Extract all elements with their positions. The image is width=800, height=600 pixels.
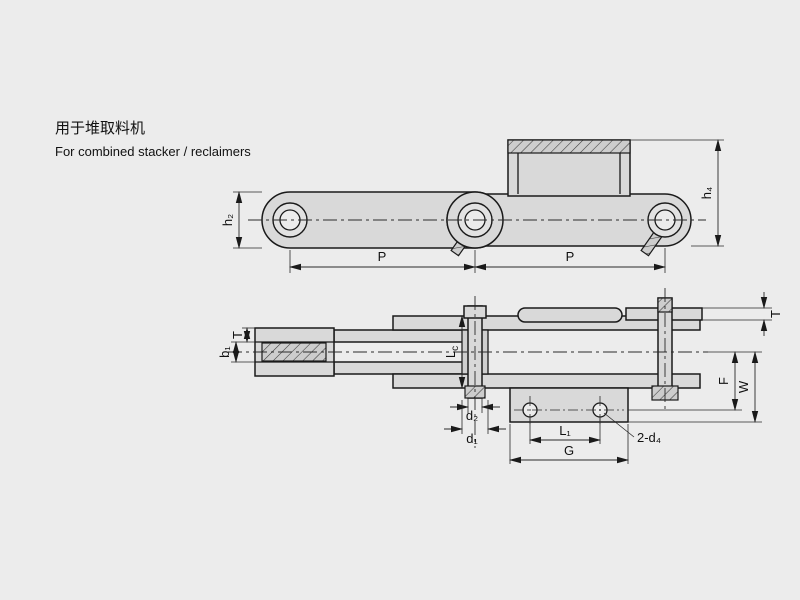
dim-l1: L₁ [529,418,601,444]
dim-lc: Lc [443,315,466,389]
bottom-view: T b₁ Lc d₂ d₁ [217,288,783,464]
dim-h4: h₄ [630,139,724,247]
dim-pitch: P P [289,248,666,273]
inner-plate-bottom [333,361,481,375]
dim-t-right: T [702,292,783,336]
dim-t-left-label: T [230,331,245,339]
dim-lc-label: Lc [443,346,461,358]
dim-d2: d₂ [450,398,500,423]
dim-f-label: F [716,377,731,385]
dim-t-right-label: T [768,310,783,318]
callout-holes-label: 2-d₄ [637,430,661,445]
dim-g-label: G [564,443,574,458]
page-title-chinese: 用于堆取料机 [55,120,145,137]
dim-d1-label: d₁ [466,431,478,446]
attachment-hatch-band [507,139,631,154]
dim-g: G [509,424,629,464]
dim-w: W [628,351,762,423]
attachment-top-plan [517,307,623,323]
dim-f: F [628,351,742,411]
callout-holes: 2-d₄ [603,412,661,445]
dim-h2-label: h₂ [220,214,235,226]
dim-lc-sub: c [450,346,461,351]
dim-d1: d₁ [444,400,506,446]
dim-l1-label: L₁ [559,423,571,438]
top-view: h₂ h₄ P P [220,139,724,273]
dim-b1: b₁ [217,341,255,363]
dim-h4-label: h₄ [699,187,714,200]
dim-t-left: T [230,327,255,343]
dim-h2: h₂ [220,191,262,249]
inner-plate-top [333,329,481,343]
dim-w-label: W [736,380,751,393]
dim-b1-label: b₁ [217,346,232,358]
dim-p2-label: P [566,249,575,264]
dim-d2-label: d₂ [466,408,478,423]
page-title-english: For combined stacker / reclaimers [55,144,251,159]
dim-lc-base: L [443,351,458,358]
dim-p1-label: P [378,249,387,264]
